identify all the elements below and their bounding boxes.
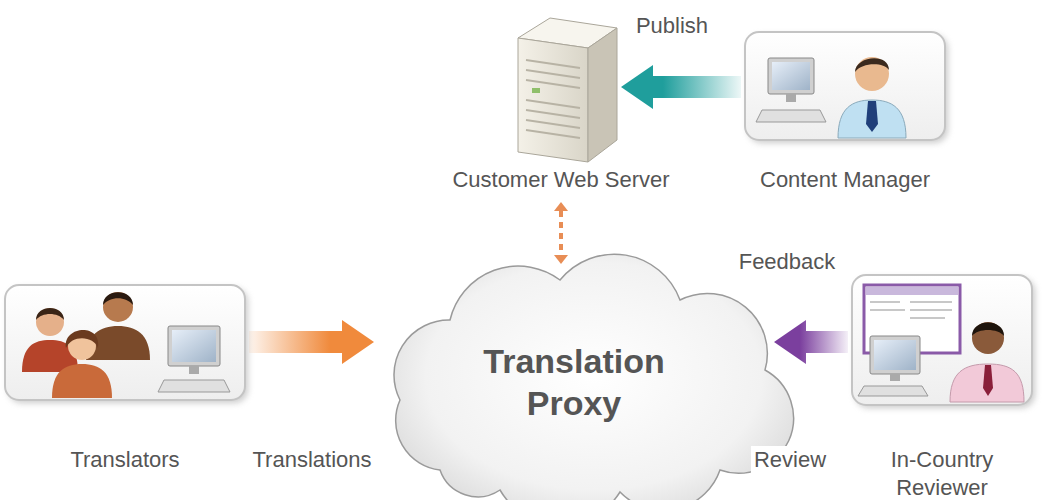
arrow-head <box>554 202 568 211</box>
flow-label: Translations <box>249 446 374 474</box>
translators-node: Translators <box>5 285 245 400</box>
edge-label: Publish <box>633 12 711 40</box>
content-manager-box <box>745 32 948 143</box>
node-label: In-Country Reviewer <box>872 446 1012 500</box>
server-illustration <box>518 18 617 162</box>
arrow-head <box>554 255 568 264</box>
node-title: Translation Proxy <box>459 340 689 424</box>
arrow-body <box>621 65 741 109</box>
feedback-arrow <box>774 320 848 364</box>
arrow-body <box>774 320 848 364</box>
sync-arrow <box>554 202 568 264</box>
cloud-shape <box>394 254 794 500</box>
flow-label: Review <box>751 446 829 474</box>
arrow-body <box>249 320 374 364</box>
translations-arrow <box>249 320 374 364</box>
proxy-cloud: Translation Proxy <box>378 268 770 496</box>
content-manager-node: Content Manager <box>745 32 945 140</box>
reviewer-box <box>852 275 1035 408</box>
translators-box <box>5 285 248 403</box>
reviewer-node: In-Country Reviewer <box>852 275 1032 405</box>
edge-label: Feedback <box>736 248 839 276</box>
server-node: Customer Web Server <box>505 12 617 162</box>
publish-arrow <box>621 65 741 109</box>
node-label: Customer Web Server <box>452 166 669 194</box>
arrow-line <box>559 211 563 255</box>
node-label: Content Manager <box>760 166 930 194</box>
node-label: Translators <box>70 446 179 474</box>
